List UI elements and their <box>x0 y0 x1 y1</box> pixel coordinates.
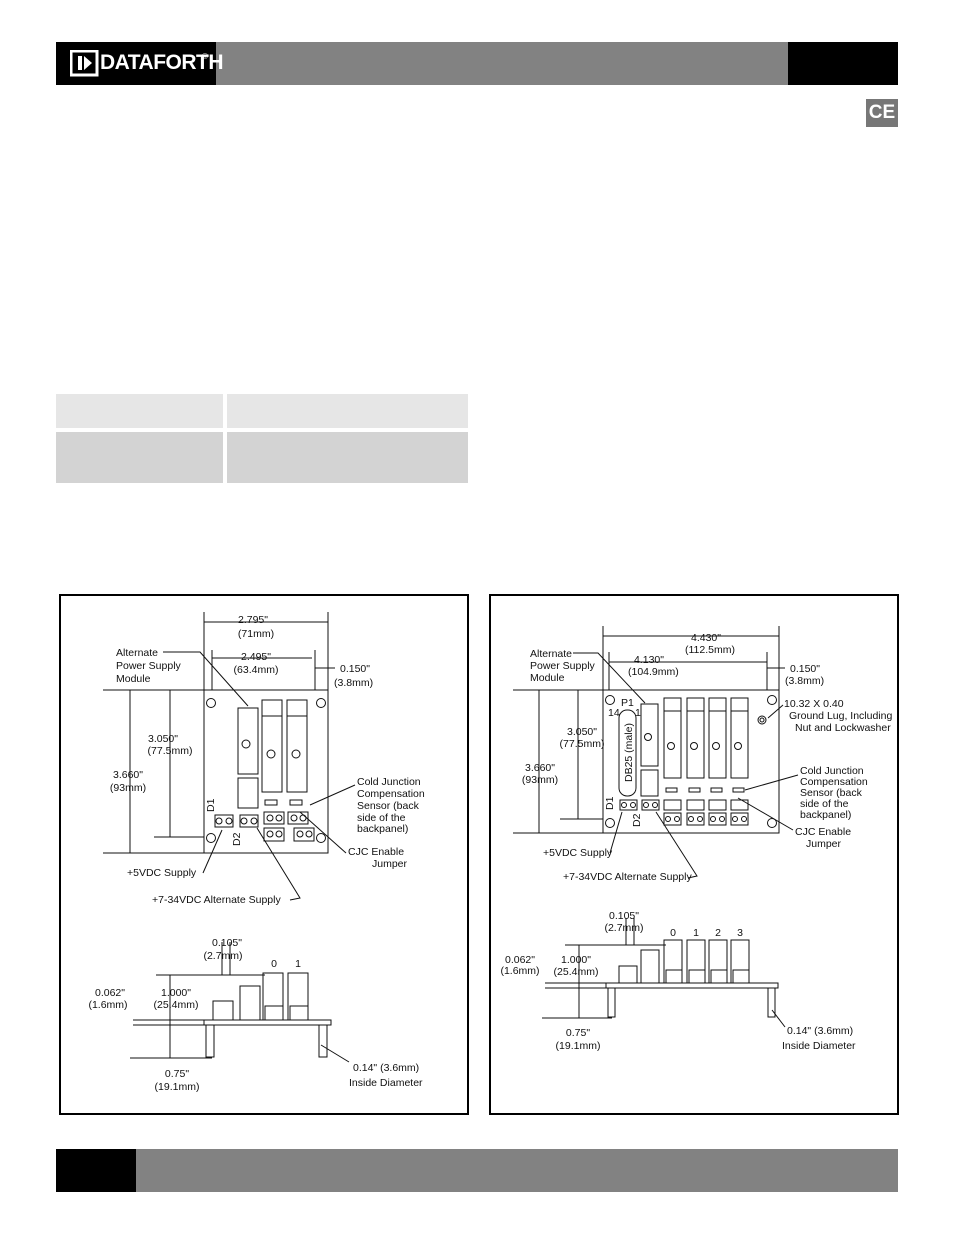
cjc-sensor-line1: Cold Junction <box>357 776 421 788</box>
header-right-block <box>788 42 898 85</box>
supply-5v: +5VDC Supply <box>127 867 197 879</box>
ground-lug-line1: 10.32 X 0.40 <box>784 698 844 710</box>
dim-h2-mm: (93mm) <box>522 774 558 786</box>
supply-5v: +5VDC Supply <box>543 847 613 859</box>
table-cell <box>227 432 468 483</box>
channel-3: 3 <box>737 927 743 939</box>
channel-1: 1 <box>295 958 301 970</box>
supply-alt: +7-34VDC Alternate Supply <box>152 894 281 906</box>
footer-page-block <box>56 1149 136 1192</box>
dim-width-mm: (71mm) <box>238 628 274 640</box>
side-1000-in: 1.000" <box>561 954 591 966</box>
dim-width-mm: (112.5mm) <box>685 644 735 656</box>
side-0062-mm: (1.6mm) <box>88 999 127 1011</box>
side-075-mm: (19.1mm) <box>155 1081 200 1093</box>
dim-offset-in: 0.150" <box>790 663 820 675</box>
label-d2: D2 <box>631 813 643 827</box>
inside-dia-line2: Inside Diameter <box>782 1040 856 1052</box>
side-0105-mm: (2.7mm) <box>203 950 242 962</box>
registered-mark: ® <box>202 52 208 61</box>
dim-h2-in: 3.660" <box>525 762 555 774</box>
brand-name: DATAFORTH <box>100 51 224 74</box>
right-drawing-panel: 4.430" (112.5mm) 4.130" (104.9mm) 0.150"… <box>489 594 899 1115</box>
dim-offset-mm: (3.8mm) <box>334 677 373 689</box>
p1-pin14: 14 <box>608 707 620 719</box>
cjc-sensor-line3: Sensor (back <box>357 800 420 812</box>
alt-psm-line1: Alternate <box>530 648 572 660</box>
left-drawing-panel: 2.795" (71mm) 2.495" (63.4mm) 0.150" (3.… <box>59 594 469 1115</box>
dim-inner-in: 2.495" <box>241 651 271 663</box>
dataforth-logo-icon <box>70 50 99 77</box>
dim-h2-mm: (93mm) <box>110 782 146 794</box>
side-1000-mm: (25.4mm) <box>154 999 199 1011</box>
cjc-sensor-line2: Compensation <box>800 776 868 788</box>
cjc-sensor-line5: backpanel) <box>357 823 408 835</box>
alt-psm-line1: Alternate <box>116 647 158 659</box>
side-1000-mm: (25.4mm) <box>554 966 599 978</box>
dim-offset-in: 0.150" <box>340 663 370 675</box>
label-d1: D1 <box>604 796 616 810</box>
logo <box>56 42 216 85</box>
label-d1: D1 <box>205 798 217 812</box>
side-0062-in: 0.062" <box>95 987 125 999</box>
channel-0: 0 <box>271 958 277 970</box>
footer-bar <box>56 1149 898 1192</box>
inside-dia-line1: 0.14" (3.6mm) <box>353 1062 419 1074</box>
side-075-mm: (19.1mm) <box>556 1040 601 1052</box>
p1-pin1: 1 <box>635 707 641 719</box>
side-0105-in: 0.105" <box>212 937 242 949</box>
side-0105-mm: (2.7mm) <box>604 922 643 934</box>
dim-h1-mm: (77.5mm) <box>148 745 193 757</box>
dim-inner-in: 4.130" <box>634 654 664 666</box>
spec-table <box>56 394 468 483</box>
table-cell <box>56 394 223 428</box>
alt-psm-line3: Module <box>530 672 565 684</box>
cjc-sensor-line2: Compensation <box>357 788 425 800</box>
ground-lug-line2: Ground Lug, Including <box>789 710 892 722</box>
cjc-jumper-line2: Jumper <box>372 858 408 870</box>
dim-h1-mm: (77.5mm) <box>560 738 605 750</box>
cjc-jumper-line2: Jumper <box>806 838 842 850</box>
dim-inner-mm: (104.9mm) <box>628 666 679 678</box>
cjc-sensor-line4: side of the <box>800 798 849 810</box>
ground-lug-line3: Nut and Lockwasher <box>795 722 891 734</box>
cjc-sensor-line5: backpanel) <box>800 809 851 821</box>
side-1000-in: 1.000" <box>161 987 191 999</box>
cjc-sensor-line3: Sensor (back <box>800 787 863 799</box>
cjc-sensor-line4: side of the <box>357 812 406 824</box>
inside-dia-line1: 0.14" (3.6mm) <box>787 1025 853 1037</box>
cjc-jumper-line1: CJC Enable <box>795 826 851 838</box>
alt-psm-line2: Power Supply <box>116 660 182 672</box>
db25-label: DB25 (male) <box>623 723 635 782</box>
p1-label: P1 <box>621 697 634 709</box>
channel-0: 0 <box>670 927 676 939</box>
ce-mark: CE <box>866 99 898 127</box>
channel-1: 1 <box>693 927 699 939</box>
dim-h1-in: 3.050" <box>567 726 597 738</box>
dim-h1-in: 3.050" <box>148 733 178 745</box>
inside-dia-line2: Inside Diameter <box>349 1077 423 1089</box>
side-0062-in: 0.062" <box>505 954 535 966</box>
side-0105-in: 0.105" <box>609 910 639 922</box>
alt-psm-line2: Power Supply <box>530 660 596 672</box>
side-0062-mm: (1.6mm) <box>500 965 539 977</box>
dim-inner-mm: (63.4mm) <box>234 664 279 676</box>
cjc-jumper-line1: CJC Enable <box>348 846 404 858</box>
dim-h2-in: 3.660" <box>113 769 143 781</box>
dim-offset-mm: (3.8mm) <box>785 675 824 687</box>
supply-alt: +7-34VDC Alternate Supply <box>563 871 692 883</box>
table-cell <box>56 432 223 483</box>
side-075-in: 0.75" <box>165 1068 189 1080</box>
label-d2: D2 <box>231 832 243 846</box>
dim-width-in: 4.430" <box>691 632 721 644</box>
table-cell <box>227 394 468 428</box>
dim-width-in: 2.795" <box>238 614 268 626</box>
channel-2: 2 <box>715 927 721 939</box>
side-075-in: 0.75" <box>566 1027 590 1039</box>
cjc-sensor-line1: Cold Junction <box>800 765 864 777</box>
alt-psm-line3: Module <box>116 673 151 685</box>
